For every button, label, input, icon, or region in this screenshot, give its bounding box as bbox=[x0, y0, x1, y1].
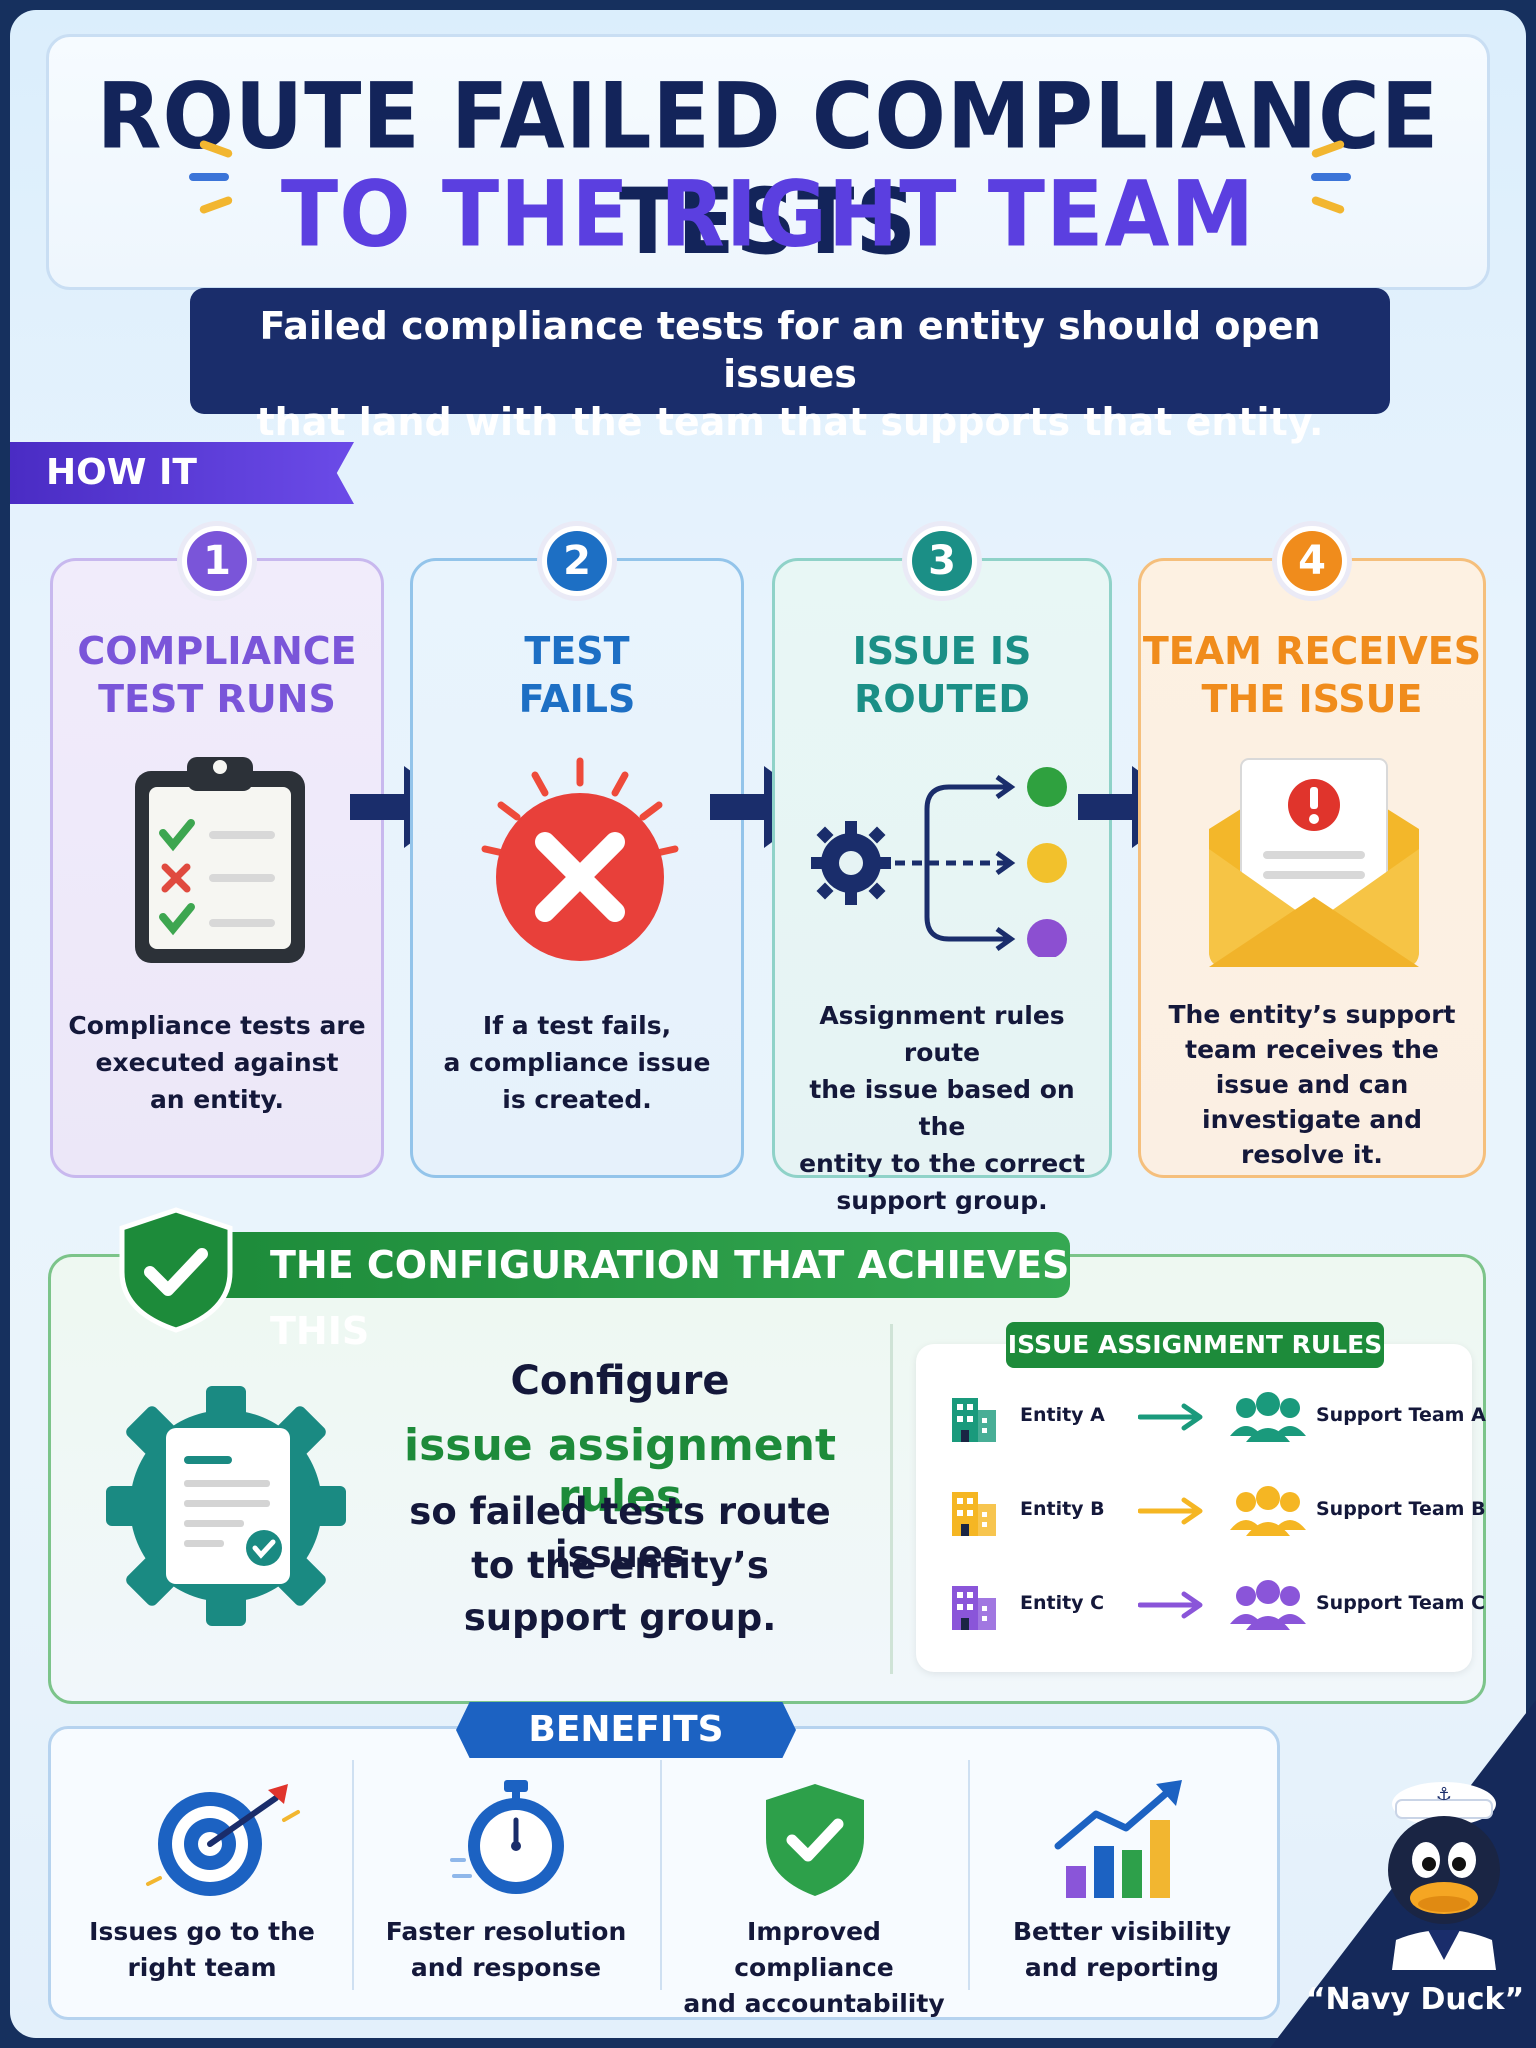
step-number-badge: 4 bbox=[1272, 521, 1352, 601]
step-title: TEAM RECEIVES THE ISSUE bbox=[1142, 629, 1482, 721]
entity-label: Entity C bbox=[1020, 1592, 1105, 1614]
team-icon bbox=[1230, 1392, 1306, 1442]
step-title: TEST FAILS bbox=[518, 629, 636, 721]
step-description: Compliance tests are executed against an… bbox=[68, 1011, 366, 1114]
step-title: COMPLIANCE TEST RUNS bbox=[77, 629, 357, 721]
growth-chart-icon bbox=[1054, 1780, 1182, 1898]
team-icon bbox=[1230, 1486, 1306, 1536]
step-number-badge: 3 bbox=[902, 521, 982, 601]
envelope-alert-icon bbox=[1209, 758, 1419, 967]
document-gear-icon bbox=[106, 1386, 346, 1626]
config-line3: so failed tests route issues bbox=[409, 1490, 831, 1576]
team-label: Support Team C bbox=[1316, 1592, 1486, 1614]
building-icon bbox=[952, 1398, 996, 1442]
page-title-line2: TO THE RIGHT TEAM bbox=[280, 161, 1256, 267]
infographic-page: ROUTE FAILED COMPLIANCE TESTS TO THE RIG… bbox=[10, 10, 1526, 2038]
step-card-4: 4 TEAM RECEIVES THE ISSUE The entity’s s… bbox=[1138, 521, 1486, 1178]
routing-gear-icon bbox=[811, 767, 1067, 957]
divider bbox=[968, 1760, 970, 1990]
clipboard-checklist-icon bbox=[135, 757, 305, 963]
step-number-badge: 1 bbox=[177, 521, 257, 601]
subtitle-line1: Failed compliance tests for an entity sh… bbox=[259, 304, 1321, 396]
team-label: Support Team A bbox=[1316, 1404, 1486, 1426]
title-panel: ROUTE FAILED COMPLIANCE TESTS TO THE RIG… bbox=[46, 34, 1490, 290]
divider bbox=[890, 1324, 893, 1674]
sparkle-icon bbox=[1311, 173, 1351, 181]
config-line4: to the entity’s bbox=[471, 1544, 769, 1587]
how-it-works-tag: HOW IT WORKS bbox=[10, 442, 354, 504]
config-line1: Configure bbox=[510, 1358, 730, 1404]
configuration-banner: THE CONFIGURATION THAT ACHIEVES THIS bbox=[210, 1232, 1070, 1353]
mascot-caption: “Navy Duck” bbox=[1305, 1982, 1525, 2017]
shield-check-icon bbox=[119, 1207, 233, 1333]
benefit-label: Improved compliance and accountability bbox=[683, 1917, 945, 2018]
team-icon bbox=[1230, 1580, 1306, 1630]
subtitle-line2: that land with the team that supports th… bbox=[256, 400, 1324, 444]
benefits-tag: BENEFITS bbox=[456, 1702, 796, 1758]
svg-text:⚓: ⚓ bbox=[1436, 1784, 1452, 1805]
arrow-right-icon bbox=[1138, 1497, 1203, 1525]
arrow-right-icon bbox=[1138, 1403, 1203, 1431]
rules-title: ISSUE ASSIGNMENT RULES bbox=[1006, 1322, 1384, 1368]
shield-check-icon bbox=[766, 1784, 864, 1896]
step-card-2: 2 TEST FAILS If a test fails, a complian… bbox=[410, 521, 744, 1178]
building-icon bbox=[952, 1492, 996, 1536]
failure-x-icon bbox=[481, 757, 679, 961]
step-number-badge: 2 bbox=[537, 521, 617, 601]
step-description: The entity’s support team receives the i… bbox=[1168, 1000, 1456, 1169]
benefit-label: Better visibility and reporting bbox=[1012, 1917, 1232, 1982]
entity-label: Entity B bbox=[1020, 1498, 1105, 1520]
step-title: ISSUE IS ROUTED bbox=[852, 629, 1032, 721]
page-title-line1: ROUTE FAILED COMPLIANCE TESTS bbox=[96, 63, 1440, 275]
entity-label: Entity A bbox=[1020, 1404, 1105, 1426]
benefit-label: Issues go to the right team bbox=[89, 1917, 315, 1982]
benefit-label: Faster resolution and response bbox=[385, 1917, 627, 1982]
config-highlight: issue assignment rules bbox=[404, 1420, 836, 1522]
target-icon bbox=[146, 1784, 300, 1896]
divider bbox=[352, 1760, 354, 1990]
subtitle-banner: Failed compliance tests for an entity sh… bbox=[190, 288, 1390, 444]
step-description: If a test fails, a compliance issue is c… bbox=[443, 1011, 711, 1114]
step-card-1: 1 COMPLIANCE TEST RUNS Compliance tests … bbox=[50, 521, 384, 1178]
navy-duck-icon: ⚓ bbox=[1388, 1782, 1500, 1970]
building-icon bbox=[952, 1586, 996, 1630]
divider bbox=[660, 1760, 662, 1990]
step-description: Assignment rules route the issue based o… bbox=[799, 1001, 1085, 1215]
arrow-right-icon bbox=[1138, 1591, 1203, 1619]
sparkle-icon bbox=[189, 173, 229, 181]
team-label: Support Team B bbox=[1316, 1498, 1486, 1520]
step-card-3: 3 ISSUE IS ROUTED bbox=[772, 521, 1112, 1215]
config-line5: support group. bbox=[463, 1596, 777, 1639]
stopwatch-icon bbox=[450, 1780, 564, 1894]
